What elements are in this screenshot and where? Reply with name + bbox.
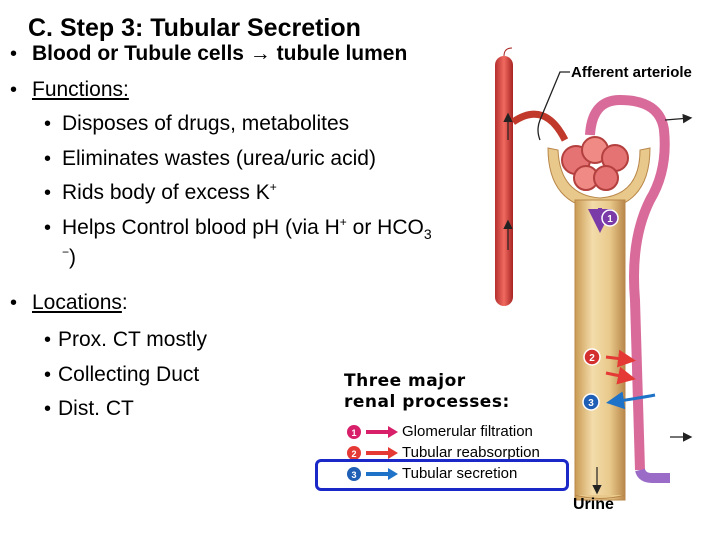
legend-glomerular-filtration: Glomerular filtration <box>402 423 533 440</box>
badge-2: 2 <box>583 348 601 366</box>
reabsorption-arrow <box>605 366 636 385</box>
legend-badge-1: 1 <box>347 425 398 439</box>
legend-tubular-secretion: Tubular secretion <box>402 465 518 482</box>
glomerulus <box>511 110 629 191</box>
afferent-pointer <box>537 71 570 141</box>
efferent-vessel <box>585 94 670 471</box>
svg-text:3: 3 <box>588 398 594 409</box>
badge-3: 3 <box>582 393 600 411</box>
badge-1: 1 <box>601 209 619 227</box>
legend-title: Three major renal processes: <box>344 371 510 412</box>
tubule <box>547 147 651 501</box>
legend-badge-2: 2 <box>347 446 398 460</box>
legend-badge-3: 3 <box>347 467 398 481</box>
legend-tubular-reabsorption: Tubular reabsorption <box>402 444 540 461</box>
flow-arrow <box>664 113 693 124</box>
secretion-arrow <box>606 391 656 410</box>
svg-text:2: 2 <box>351 449 356 459</box>
svg-text:1: 1 <box>351 428 356 438</box>
reabsorption-arrow <box>605 349 636 368</box>
artery <box>495 47 513 306</box>
urine-label: Urine <box>573 496 614 513</box>
peritubular-vein <box>635 468 670 483</box>
svg-text:2: 2 <box>589 353 595 364</box>
highlight-box <box>315 459 569 491</box>
svg-text:1: 1 <box>607 214 613 225</box>
slide-title: C. Step 3: Tubular Secretion <box>28 14 361 42</box>
afferent-arteriole-label: Afferent arteriole <box>571 64 692 81</box>
svg-text:3: 3 <box>351 470 356 480</box>
